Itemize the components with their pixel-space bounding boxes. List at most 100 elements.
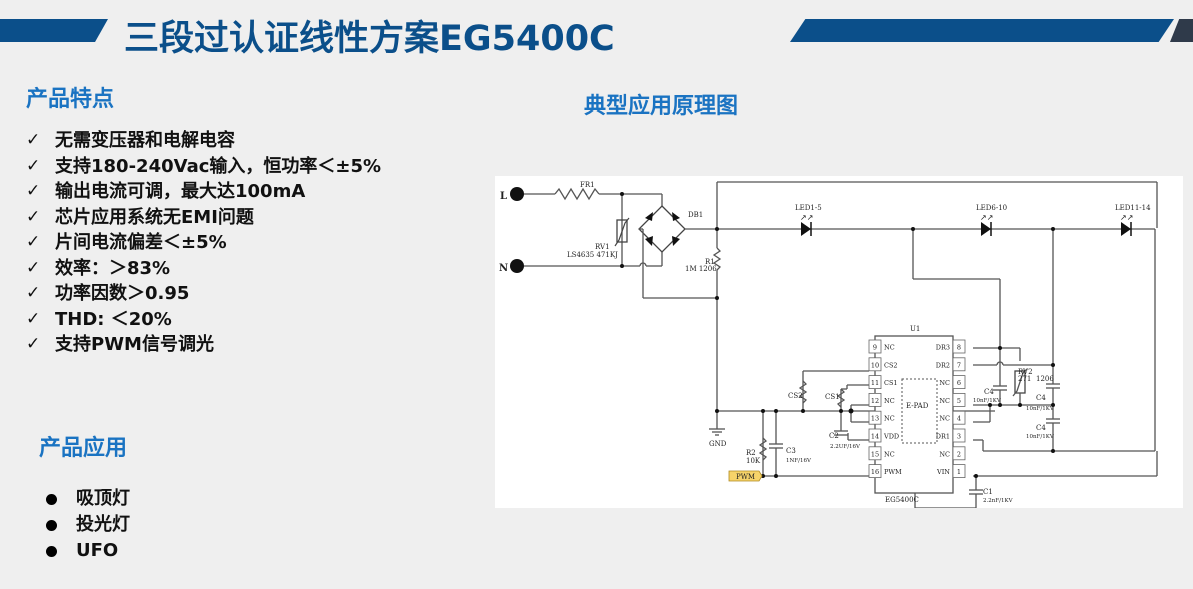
header-accent-bar-right <box>790 19 1174 42</box>
header-accent-bar-dark <box>1170 19 1193 42</box>
header-accent-bar-left <box>0 19 108 42</box>
label-rv1: RV1 <box>595 243 610 251</box>
wires <box>517 181 1158 508</box>
pin-number: 14 <box>871 433 879 441</box>
label-rv2: RV2 <box>1018 368 1033 376</box>
feature-text: 效率：＞83% <box>55 257 171 279</box>
label-n: N <box>499 263 508 274</box>
pin-name: NC <box>939 450 950 458</box>
feature-item: ✓THD: ＜20% <box>26 307 381 333</box>
ic-pin-4: 4NC <box>939 410 966 425</box>
label-c1: C1 <box>983 488 993 496</box>
label-c1-value: 2.2nF/1KV <box>983 498 1014 504</box>
pin-number: 11 <box>871 379 879 387</box>
ic-epad <box>901 378 938 444</box>
pin-name: DR3 <box>936 344 950 352</box>
pin-name: CS2 <box>884 361 898 369</box>
pin-number: 6 <box>957 379 961 387</box>
bullet-icon <box>46 545 57 557</box>
led-string-1: LED1-5 ↗↗ <box>795 204 822 236</box>
schematic-svg: LED1-5 ↗↗ LED6-10 ↗↗ LED11-14 ↗↗ <box>499 181 1158 508</box>
schematic-diagram: LED1-5 ↗↗ LED6-10 ↗↗ LED11-14 ↗↗ <box>495 176 1183 508</box>
label-c4-left-value: 10nF/1KV <box>973 398 1002 404</box>
label-r2: R2 <box>746 449 756 457</box>
pin-name: VIN <box>936 468 950 476</box>
applications-list: 吸顶灯 投光灯 UFO <box>46 486 130 564</box>
led2-label: LED6-10 <box>976 204 1007 212</box>
pin-name: NC <box>884 344 895 352</box>
feature-item: ✓支持180-240Vac输入，恒功率＜±5% <box>26 154 381 180</box>
pin-number: 2 <box>957 450 961 458</box>
pin-number: 5 <box>957 397 961 405</box>
label-db1: DB1 <box>688 211 703 219</box>
label-c2: C2 <box>829 432 839 440</box>
led-string-2: LED6-10 ↗↗ <box>976 204 1007 236</box>
pin-number: 12 <box>871 397 879 405</box>
feature-item: ✓功率因数＞0.95 <box>26 281 381 307</box>
features-list: ✓无需变压器和电解电容 ✓支持180-240Vac输入，恒功率＜±5% ✓输出电… <box>26 128 381 358</box>
label-c4-low: C4 <box>1036 424 1046 432</box>
light-emission-icon: ↗↗ <box>1120 213 1133 222</box>
application-item: 吸顶灯 <box>46 486 130 512</box>
pin-number: 9 <box>873 344 877 352</box>
resistor-cs2 <box>798 380 808 404</box>
check-icon: ✓ <box>26 206 41 227</box>
feature-item: ✓ 芯片应用系统无EMI问题 <box>26 205 381 231</box>
ic-pin-9: 9 NC <box>868 339 895 354</box>
pin-number: 15 <box>871 450 879 458</box>
check-icon: ✓ <box>26 283 41 303</box>
bullet-icon <box>46 493 57 505</box>
feature-item: ✓支持PWM信号调光 <box>26 332 381 358</box>
pin-name: VDD <box>883 433 899 441</box>
label-c4-low-value: 10nF/1KV <box>1026 434 1055 440</box>
check-icon: ✓ <box>26 130 41 150</box>
pin-name: NC <box>884 397 895 405</box>
varistor-rv1 <box>616 219 628 243</box>
bridge-rectifier-db1 <box>638 205 686 253</box>
pin-name: NC <box>884 415 895 423</box>
led-string-3: LED11-14 ↗↗ <box>1115 204 1151 236</box>
label-c3: C3 <box>786 447 796 455</box>
bullet-icon <box>46 519 57 531</box>
label-epad: E-PAD <box>906 402 929 410</box>
label-fr1: FR1 <box>580 181 595 189</box>
label-c3-value: 1NF/16V <box>786 458 812 464</box>
ic-pin-8: 8 DR3 <box>936 339 966 354</box>
ic-pin-14: 14 VDD <box>868 428 899 443</box>
pin-name: NC <box>884 450 895 458</box>
pin-name: CS1 <box>884 379 898 387</box>
label-pwm: PWM <box>736 473 755 481</box>
pin-name: PWM <box>884 468 902 476</box>
ic-pin-12: 12 NC <box>868 392 895 407</box>
applications-heading: 产品应用 <box>39 436 128 461</box>
ic-pin-6: 6 NC <box>939 375 966 390</box>
label-c4-left: C4 <box>984 388 994 396</box>
feature-text: 芯片应用系统无EMI问题 <box>55 206 254 228</box>
label-c2-value: 2.2UF/16V <box>830 444 861 450</box>
diode-icon <box>672 212 680 221</box>
pin-number: 1 <box>957 468 961 476</box>
fuse-resistor-fr1 <box>554 187 600 201</box>
feature-text: THD: ＜20% <box>55 308 172 330</box>
pin-number: 8 <box>957 344 961 352</box>
label-rv1-value: LS4635 471KJ <box>567 251 618 259</box>
label-c4-mid: C4 <box>1036 394 1046 402</box>
feature-text: 输出电流可调，最大达100mA <box>55 181 306 202</box>
led1-label: LED1-5 <box>795 204 822 212</box>
feature-item: ✓输出电流可调，最大达100mA <box>26 179 381 205</box>
application-text: 投光灯 <box>76 514 130 535</box>
label-cs2: CS2 <box>788 392 803 400</box>
ic-pin-11: 11 CS1 <box>868 375 898 390</box>
pin-name: NC <box>939 379 950 387</box>
varistor-rv1-slash <box>614 217 630 247</box>
ic-pin-1: 1 VIN <box>936 464 966 479</box>
pin-number: 7 <box>957 361 961 369</box>
label-rv2-value: 271 <box>1018 375 1031 383</box>
features-heading: 产品特点 <box>26 87 115 112</box>
label-l: L <box>500 191 507 202</box>
check-icon: ✓ <box>26 334 41 354</box>
